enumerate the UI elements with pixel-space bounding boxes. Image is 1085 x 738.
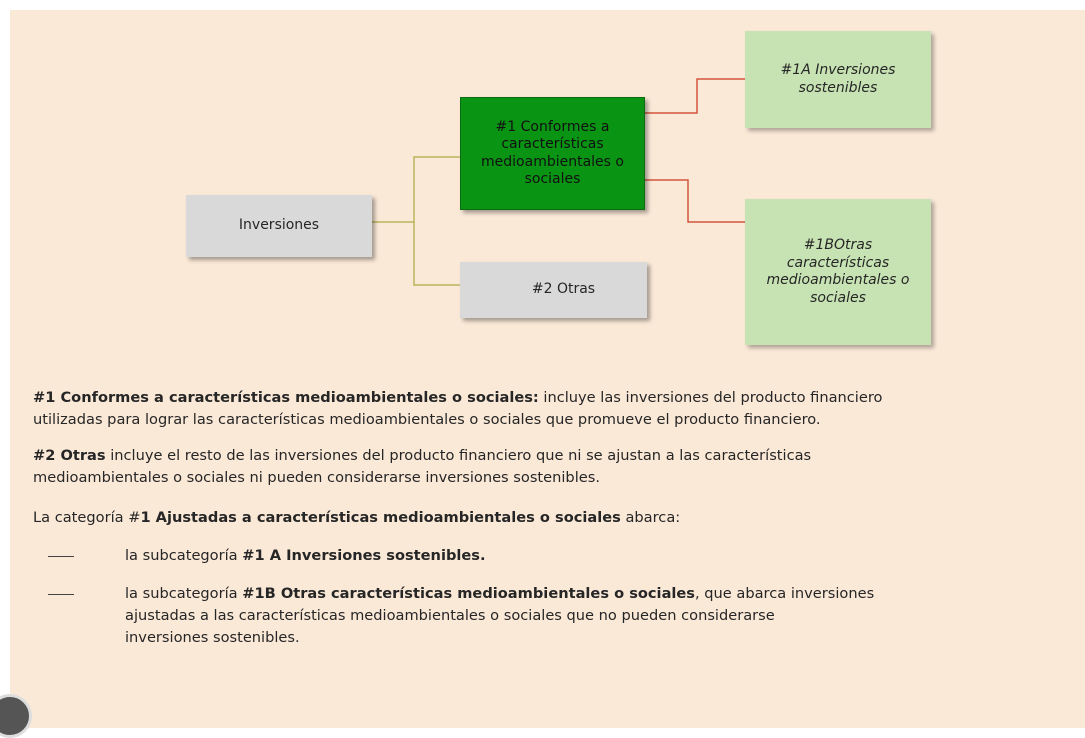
node-1-label: #1 Conformes a características medioambi… (481, 118, 624, 188)
paragraph-2-text: incluye el resto de las inversiones del … (105, 447, 812, 464)
paragraph-3: La categoría #1 Ajustadas a característi… (33, 507, 680, 529)
node-1b-otras-caracteristicas: #1BOtras características medioambientale… (745, 199, 931, 345)
paragraph-2-line-1: #2 Otras incluye el resto de las inversi… (33, 445, 1085, 467)
node-2-otras: #2 Otras (460, 262, 647, 318)
node-2-label: #2 Otras (531, 281, 596, 298)
bullet-2-line-2: ajustadas a las características medioamb… (125, 607, 775, 624)
paragraph-3-post: abarca: (620, 509, 681, 526)
paragraph-1-bold: #1 Conformes a características medioambi… (33, 389, 539, 406)
bullet-2-line-3: inversiones sostenibles. (125, 629, 300, 646)
paragraph-3-pre: La categoría # (33, 509, 141, 526)
bullet-2-pre: la subcategoría (125, 585, 243, 602)
paragraph-1: #1 Conformes a características medioambi… (33, 387, 1085, 431)
paragraph-1-line-2: utilizadas para lograr las característic… (33, 411, 821, 428)
node-1b-label: #1BOtras características medioambientale… (766, 237, 910, 306)
node-inversiones: Inversiones (186, 195, 372, 257)
paragraph-2-line-2: medioambientales o sociales ni pueden co… (33, 469, 600, 486)
paragraph-2-bold: #2 Otras (33, 447, 106, 464)
paragraph-3-bold: 1 Ajustadas a características medioambie… (140, 509, 621, 526)
paragraph-1-line-1: #1 Conformes a características medioambi… (33, 387, 1085, 409)
node-inversiones-label: Inversiones (238, 217, 320, 234)
bullet-1-dash (48, 556, 74, 557)
paragraph-1-text: incluye las inversiones del producto fin… (538, 389, 883, 406)
bullet-2-line-1: la subcategoría #1B Otras característica… (125, 583, 874, 605)
node-1a-label: #1A Inversiones sostenibles (780, 62, 896, 96)
paragraph-2: #2 Otras incluye el resto de las inversi… (33, 445, 1085, 489)
bullet-2-dash (48, 594, 74, 595)
bullet-2-rest: , que abarca inversiones (695, 585, 875, 602)
bullet-1-pre: la subcategoría (125, 547, 243, 564)
bullet-1-bold: #1 A Inversiones sostenibles. (242, 547, 486, 564)
node-1-conformes: #1 Conformes a características medioambi… (460, 97, 645, 210)
bullet-2-bold: #1B Otras características medioambiental… (242, 585, 695, 602)
node-1a-inversiones-sostenibles: #1A Inversiones sostenibles (745, 31, 931, 128)
bullet-2: la subcategoría #1B Otras característica… (125, 583, 874, 649)
bullet-1: la subcategoría #1 A Inversiones sosteni… (125, 545, 486, 567)
